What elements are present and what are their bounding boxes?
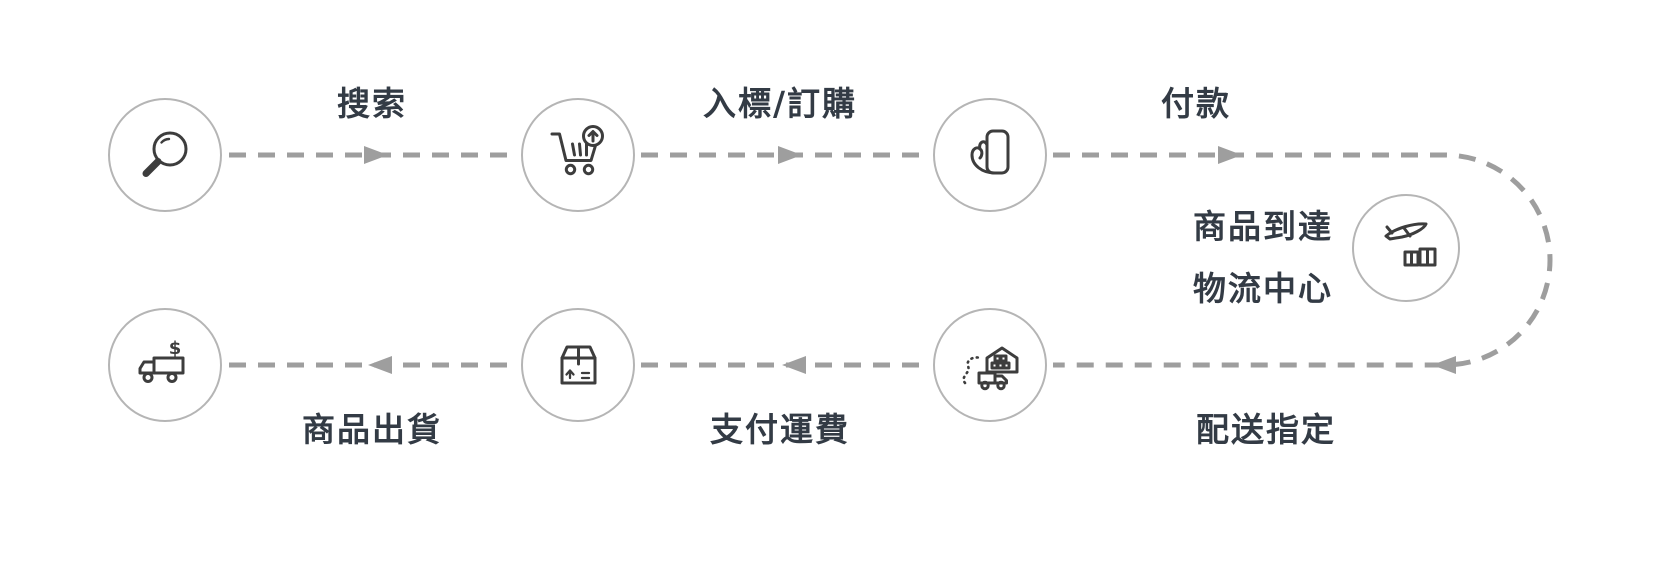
step-label-delivery-designation: 配送指定 (1196, 410, 1336, 449)
step-label-search: 搜索 (337, 84, 407, 123)
step-label-arrival: 商品到達 物流中心 (1193, 196, 1333, 320)
warehouse-truck-icon (962, 346, 1019, 391)
step-label-bid-order: 入標/訂購 (702, 84, 858, 123)
step-label-pay-shipping: 支付運費 (710, 410, 850, 449)
node-arrival (1352, 194, 1460, 302)
step-label-arrival-line2: 物流中心 (1193, 269, 1333, 308)
node-cart (521, 98, 635, 212)
node-shipout: $ (108, 308, 222, 422)
arrowhead-left-shipout (368, 356, 392, 374)
arrowhead-right-payment (1218, 146, 1242, 164)
arrowhead-left-shipping-fee (782, 356, 806, 374)
step-label-payment: 付款 (1161, 84, 1231, 123)
node-search (108, 98, 222, 212)
package-icon (560, 345, 597, 385)
airplane-parcel-icon (1384, 222, 1437, 267)
arrowhead-right-bid (778, 146, 802, 164)
hand-card-icon (970, 129, 1010, 175)
arrowhead-left-delivery (1432, 356, 1456, 374)
step-label-arrival-line1: 商品到達 (1193, 207, 1333, 246)
node-delivery (933, 308, 1047, 422)
node-package (521, 308, 635, 422)
arrowhead-right-search (364, 146, 388, 164)
search-icon (142, 131, 188, 177)
step-label-ship-out: 商品出貨 (302, 410, 442, 449)
currency-symbol: $ (169, 338, 182, 359)
cart-icon (550, 125, 604, 176)
truck-currency-icon: $ (138, 338, 185, 383)
node-payment (933, 98, 1047, 212)
